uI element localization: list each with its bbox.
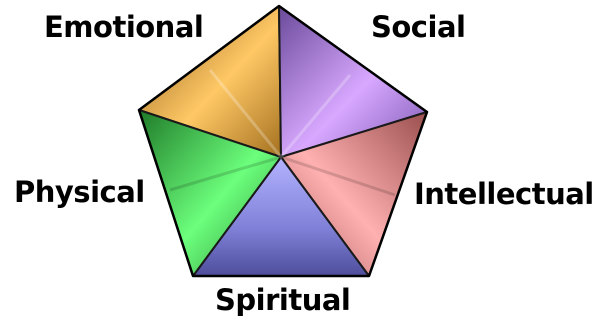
label-intellectual: Intellectual — [414, 180, 594, 209]
label-spiritual: Spiritual — [215, 286, 350, 315]
label-physical: Physical — [14, 178, 145, 207]
label-social: Social — [371, 13, 465, 42]
label-emotional: Emotional — [44, 13, 203, 42]
